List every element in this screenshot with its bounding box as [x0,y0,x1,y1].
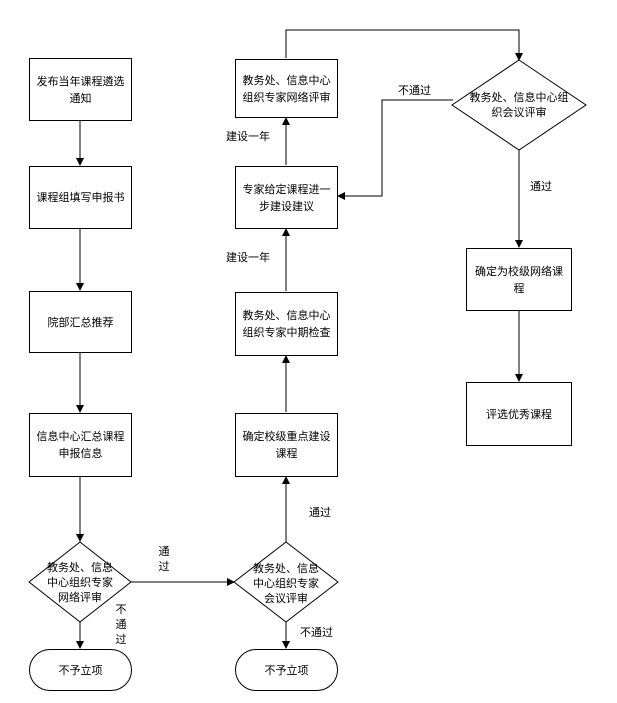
diamond-right-meeting-review [451,59,587,151]
advice-box: 专家给定课程进一步建设建议 [235,166,338,229]
info-center-text: 信息中心汇总课程申报信息 [36,430,125,460]
key-course-box: 确定校级重点建设课程 [235,413,338,477]
fill-form-text: 课程组填写申报书 [36,191,125,204]
middle-pass-label: 通过 [309,506,331,519]
build-year-label-1: 建设一年 [226,251,270,264]
net-review-2-box: 教务处、信息中心组织专家网络评审 [235,59,338,118]
left-fail-label: 不通过 [115,603,127,646]
fill-form-box: 课程组填写申报书 [29,166,132,229]
right-pass-label: 通过 [530,180,552,193]
middle-reject-text: 不予立项 [264,663,309,677]
middle-reject-terminal: 不予立项 [235,649,338,691]
diamond-net-review [28,541,132,623]
meeting-review-text: 教务处、信息中心组织专家会议评审 [253,562,319,605]
diamond-meeting-review [233,541,339,623]
net-review-2-text: 教务处、信息中心组织专家网络评审 [242,73,331,104]
right-meeting-review-text: 教务处、信息中心组织会议评审 [469,91,569,119]
dept-recommend-text: 院部汇总推荐 [47,315,114,329]
left-reject-text: 不予立项 [58,663,103,677]
excellent-box: 评选优秀课程 [466,382,572,446]
key-course-text: 确定校级重点建设课程 [242,430,331,460]
excellent-text: 评选优秀课程 [486,407,552,421]
build-year-label-2: 建设一年 [226,130,270,143]
advice-text: 专家给定课程进一步建设建议 [242,182,331,213]
middle-fail-label: 不通过 [300,626,333,639]
left-reject-terminal: 不予立项 [29,649,132,691]
net-review-text: 教务处、信息中心组织专家网络评审 [47,561,113,604]
announce-text: 发布当年课程遴选通知 [36,74,125,105]
midterm-box: 教务处、信息中心组织专家中期检查 [235,292,338,356]
left-pass-label: 通过 [158,545,170,573]
school-course-box: 确定为校级网络课程 [466,248,572,311]
info-center-box: 信息中心汇总课程申报信息 [29,413,132,477]
school-course-text: 确定为校级网络课程 [475,264,563,295]
announce-box: 发布当年课程遴选通知 [29,58,132,121]
right-fail-label: 不通过 [398,84,431,97]
midterm-text: 教务处、信息中心组织专家中期检查 [242,309,331,339]
arrow-netreview2-to-rightmeeting [285,29,523,61]
arrow-rightmeeting-fail-to-advice [337,99,453,200]
dept-recommend-box: 院部汇总推荐 [29,291,132,353]
